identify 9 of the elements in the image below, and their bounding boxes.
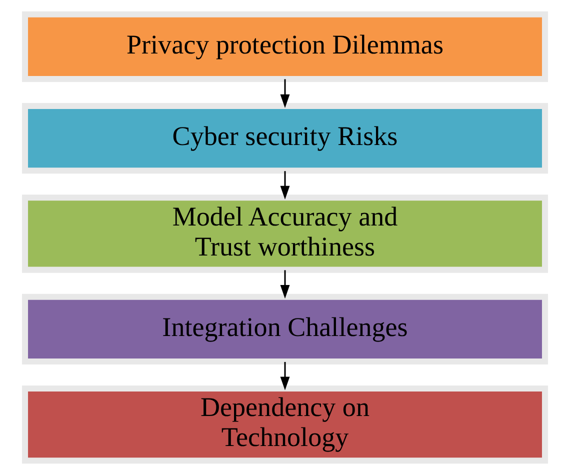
arrow	[280, 171, 290, 200]
node-box: Cyber security Risks	[22, 103, 548, 174]
arrow	[280, 362, 290, 390]
node-box: Model Accuracy and Trust worthiness	[22, 194, 548, 273]
node-box: Privacy protection Dilemmas	[22, 11, 548, 82]
node-box: Integration Challenges	[22, 294, 548, 364]
arrow	[280, 79, 290, 108]
arrow	[280, 270, 290, 299]
node-box: Dependency on Technology	[22, 386, 548, 464]
